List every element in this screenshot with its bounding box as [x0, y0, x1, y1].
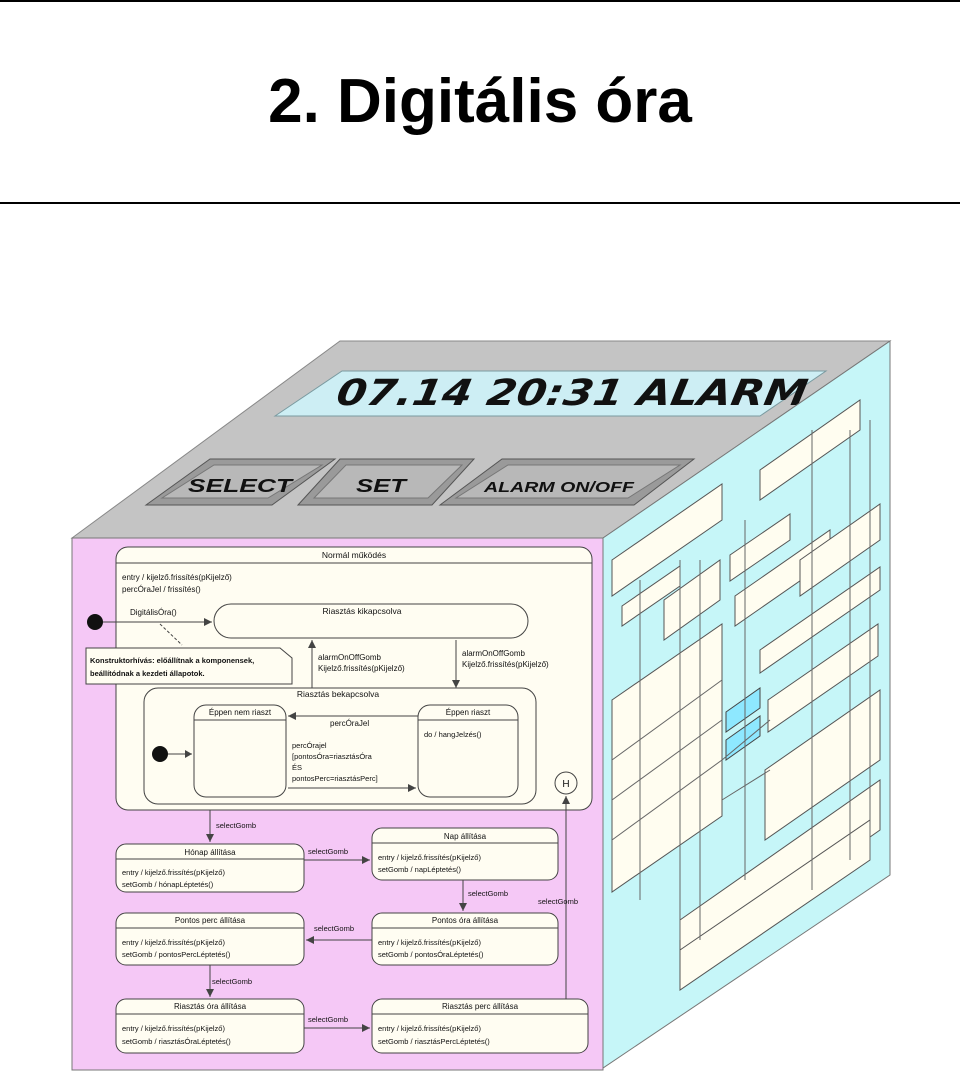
state-honap-action-1: entry / kijelző.frissítés(pKijelző)	[122, 868, 225, 877]
state-riasztas-ora: Riasztás óra állítása entry / kijelző.fr…	[115, 998, 305, 1054]
state-nap: Nap állítása entry / kijelző.frissítés(p…	[371, 827, 559, 881]
state-not-ringing-title: Éppen nem riaszt	[209, 708, 272, 717]
state-ringing-title: Éppen riaszt	[446, 708, 491, 717]
state-riasztas-ora-title: Riasztás óra állítása	[174, 1002, 247, 1011]
class-diagram-links	[611, 420, 871, 940]
state-pontos-perc: Pontos perc állítása entry / kijelző.fri…	[115, 912, 305, 966]
clock-display-text: 07.14 20:31 ALARM	[333, 371, 811, 414]
clock-display	[273, 370, 828, 417]
state-alarm-off-title: Riasztás kikapcsolva	[323, 606, 402, 616]
history-state	[554, 771, 578, 795]
guard-line-3: ÉS	[292, 763, 302, 772]
state-nap-action-1: entry / kijelző.frissítés(pKijelző)	[378, 853, 481, 862]
state-pontos-perc-action-1: entry / kijelző.frissítés(pKijelző)	[122, 938, 225, 947]
state-riasztas-perc-title: Riasztás perc állítása	[442, 1002, 519, 1011]
select-arrowheads	[206, 796, 570, 1032]
state-ringing	[417, 704, 519, 798]
initial-state-dot	[87, 614, 103, 630]
state-normal-action-2: percÓraJel / frissítés()	[122, 585, 201, 594]
state-nap-action-2: setGomb / napLéptetés()	[378, 865, 461, 874]
state-pontos-ora-title: Pontos óra állítása	[432, 916, 499, 925]
top-rule	[0, 0, 960, 2]
set-button-3d: SET	[296, 458, 476, 506]
state-alarm-off	[213, 603, 529, 639]
perc-ora-jel-label: percÓraJel	[330, 719, 369, 728]
constructor-note-line-1: Konstruktorhívás: előállítnak a komponen…	[90, 656, 254, 665]
state-ringing-action: do / hangJelzés()	[424, 730, 482, 739]
state-normal-title: Normál működés	[322, 550, 386, 560]
select-button-label: SELECT	[188, 476, 295, 496]
slide-title: 2. Digitális óra	[268, 67, 692, 136]
select-label-7: selectGomb	[538, 897, 578, 906]
state-not-ringing	[193, 704, 287, 798]
state-nap-title: Nap állítása	[444, 832, 487, 841]
state-alarm-on-title: Riasztás bekapcsolva	[297, 689, 379, 699]
title-rule	[0, 202, 960, 204]
trans-on-off-1-event: alarmOnOffGomb	[318, 653, 382, 662]
state-riasztas-perc: Riasztás perc állítása entry / kijelző.f…	[371, 998, 589, 1054]
guard-line-1: percÓrajel	[292, 741, 327, 750]
select-label-3: selectGomb	[468, 889, 508, 898]
guard-line-4: pontosPerc=riasztásPerc]	[292, 774, 378, 783]
select-label-6: selectGomb	[308, 1015, 348, 1024]
state-honap-action-2: setGomb / hónapLéptetés()	[122, 880, 214, 889]
state-normal-action-1: entry / kijelző.frissítés(pKijelző)	[122, 573, 232, 582]
constructor-note-line-2: beállítódnak a kezdeti állapotok.	[90, 669, 205, 678]
constructor-note	[85, 647, 293, 685]
state-riasztas-perc-action-2: setGomb / riasztásPercLéptetés()	[378, 1037, 490, 1046]
constructor-label: DigitálisÓra()	[130, 608, 177, 617]
state-pontos-ora: Pontos óra állítása entry / kijelző.fris…	[371, 912, 559, 966]
state-pontos-perc-title: Pontos perc állítása	[175, 916, 246, 925]
trans-on-off-2-action: Kijelző.frissítés(pKijelző)	[462, 660, 549, 669]
guard-line-2: [pontosÓra=riasztásÓra	[292, 752, 373, 761]
trans-on-off-1-action: Kijelző.frissítés(pKijelző)	[318, 664, 405, 673]
select-label-1: selectGomb	[216, 821, 256, 830]
state-pontos-ora-action-2: setGomb / pontosÓraLéptetés()	[378, 950, 484, 959]
state-pontos-ora-action-1: entry / kijelző.frissítés(pKijelző)	[378, 938, 481, 947]
select-button-3d: SELECT	[144, 458, 337, 506]
state-honap: Hónap állítása entry / kijelző.frissítés…	[115, 843, 305, 893]
trans-on-off-2-event: alarmOnOffGomb	[462, 649, 526, 658]
select-label-5: selectGomb	[212, 977, 252, 986]
history-state-label: H	[562, 779, 569, 790]
state-honap-title: Hónap állítása	[184, 848, 236, 857]
alarm-button-label: ALARM ON/OFF	[483, 479, 635, 496]
state-pontos-perc-action-2: setGomb / pontosPercLéptetés()	[122, 950, 231, 959]
select-label-2: selectGomb	[308, 847, 348, 856]
alarm-button-3d: ALARM ON/OFF	[438, 458, 696, 506]
set-button-label: SET	[356, 476, 409, 496]
state-riasztas-perc-action-1: entry / kijelző.frissítés(pKijelző)	[378, 1024, 481, 1033]
state-riasztas-ora-action-2: setGomb / riasztásÓraLéptetés()	[122, 1037, 231, 1046]
inner-initial-dot	[152, 746, 168, 762]
select-label-4: selectGomb	[314, 924, 354, 933]
state-riasztas-ora-action-1: entry / kijelző.frissítés(pKijelző)	[122, 1024, 225, 1033]
